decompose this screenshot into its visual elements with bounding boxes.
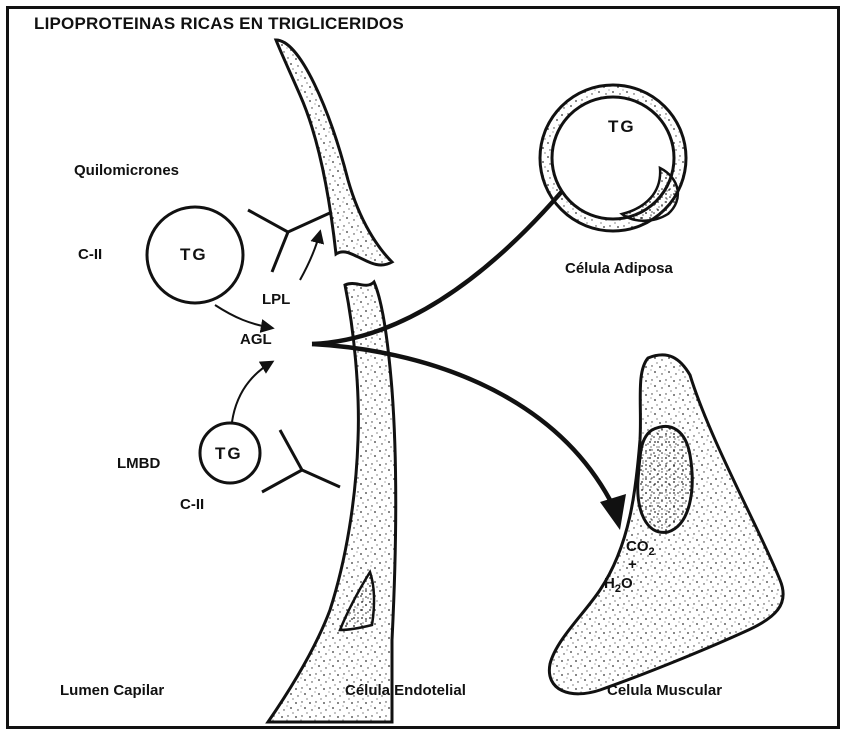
label-celula-adiposa: Célula Adiposa bbox=[565, 260, 673, 277]
label-celula-muscular: Celula Muscular bbox=[607, 682, 722, 699]
arrowhead-muscle bbox=[600, 494, 626, 530]
label-lmbd: LMBD bbox=[117, 455, 160, 472]
label-lpl: LPL bbox=[262, 291, 290, 308]
label-tg-adipose: TG bbox=[608, 117, 636, 137]
page-title: LIPOPROTEINAS RICAS EN TRIGLICERIDOS bbox=[34, 14, 404, 34]
label-celula-endotelial: Célula Endotelial bbox=[345, 682, 466, 699]
label-quilomicrones: Quilomicrones bbox=[74, 162, 179, 179]
label-c2-bottom: C-II bbox=[180, 496, 204, 513]
muscle-nucleus bbox=[638, 426, 692, 532]
label-h2o: H2O bbox=[604, 575, 633, 595]
label-plus: + bbox=[628, 556, 637, 573]
label-tg-lmbd: TG bbox=[215, 444, 243, 464]
arrow-chylomicron-to-agl bbox=[215, 305, 272, 328]
label-c2-top: C-II bbox=[78, 246, 102, 263]
arrow-lpl-to-membrane bbox=[300, 232, 320, 280]
label-lumen-capilar: Lumen Capilar bbox=[60, 682, 164, 699]
arrow-lmbd-to-agl bbox=[232, 362, 272, 422]
label-co2: CO2 bbox=[626, 538, 655, 558]
endothelial-cell-lower bbox=[268, 282, 396, 722]
label-tg-chylomicron: TG bbox=[180, 245, 208, 265]
lpl-receptor-upper bbox=[248, 210, 332, 272]
endothelial-cell-upper bbox=[276, 40, 392, 265]
label-agl: AGL bbox=[240, 331, 272, 348]
lpl-receptor-lower bbox=[262, 430, 340, 492]
